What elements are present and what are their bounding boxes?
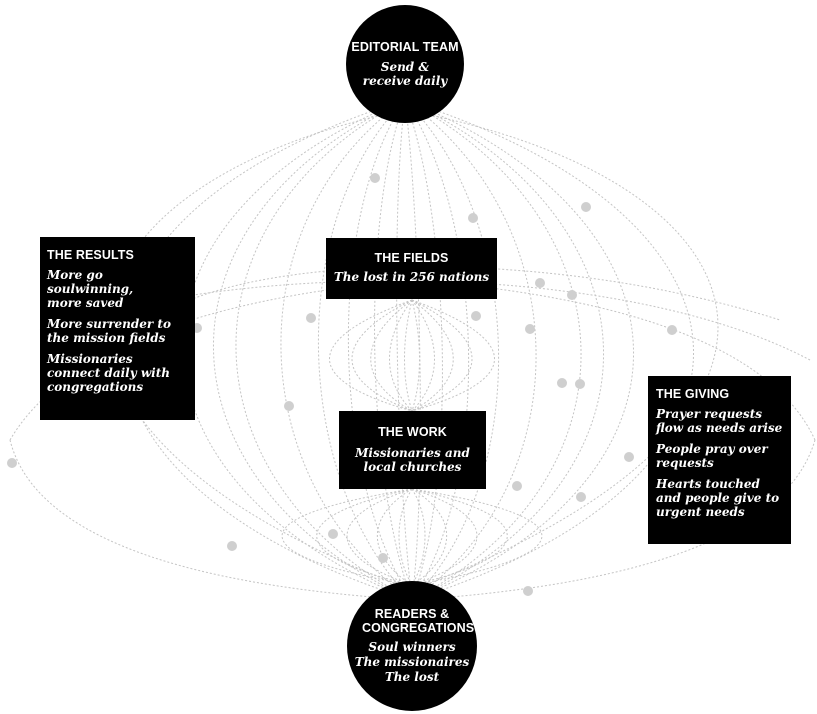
readers-line: The lost: [384, 670, 440, 684]
giving-item: Prayer requests flow as needs arise: [656, 407, 783, 435]
flow-dot: [535, 278, 545, 288]
flow-dot: [581, 202, 591, 212]
results-box: THE RESULTS More go soulwinning, more sa…: [40, 237, 195, 420]
connection-line: [316, 488, 413, 586]
connection-line: [411, 299, 435, 412]
connection-line: [404, 99, 604, 601]
flow-dot: [471, 311, 481, 321]
fields-box: THE FIELDS The lost in 256 nations: [326, 238, 497, 299]
connection-line: [351, 299, 413, 412]
flow-dot: [512, 481, 522, 491]
connection-line: [370, 299, 413, 412]
connection-line: [411, 299, 420, 412]
connection-line: [9, 439, 413, 601]
editorial-team-title: EDITORIAL TEAM: [351, 40, 459, 54]
flow-dot: [328, 529, 338, 539]
connection-line: [376, 488, 413, 586]
connection-line: [347, 99, 413, 601]
flow-dot: [523, 586, 533, 596]
connection-line: [404, 99, 537, 601]
connection-line: [411, 488, 508, 586]
work-title: THE WORK: [378, 425, 447, 439]
connection-line: [411, 488, 448, 586]
connection-line: [404, 99, 443, 601]
connection-line: [213, 99, 413, 601]
readers-congregations-node: READERS & CONGREGATIONS Soul winners The…: [347, 581, 477, 711]
flow-dot: [557, 378, 567, 388]
giving-title: THE GIVING: [656, 387, 730, 401]
connection-line: [411, 488, 426, 586]
flow-dot: [624, 452, 634, 462]
giving-item: People pray over requests: [656, 442, 768, 470]
flow-dot: [525, 324, 535, 334]
results-item: More go soulwinning, more saved: [47, 268, 134, 310]
connection-line: [404, 99, 500, 601]
work-subtitle: Missionaries and local churches: [355, 446, 470, 474]
results-list: More go soulwinning, more saved More sur…: [47, 268, 189, 394]
results-item: More surrender to the mission fields: [47, 317, 171, 345]
connection-line: [404, 299, 413, 412]
connection-line: [411, 299, 473, 412]
connection-line: [396, 99, 413, 601]
flow-dot: [576, 492, 586, 502]
connection-line: [389, 299, 413, 412]
connection-line: [346, 488, 413, 586]
connection-line: [411, 299, 454, 412]
flow-dot: [227, 541, 237, 551]
readers-title: READERS & CONGREGATIONS: [362, 607, 475, 635]
editorial-team-node: EDITORIAL TEAM Send & receive daily: [346, 5, 464, 123]
results-title: THE RESULTS: [47, 248, 134, 262]
work-box: THE WORK Missionaries and local churches: [339, 411, 486, 489]
readers-line: Soul winners: [368, 640, 456, 654]
connection-line: [398, 488, 413, 586]
flow-dot: [667, 325, 677, 335]
results-item: Missionaries connect daily with congrega…: [47, 352, 171, 394]
fields-subtitle: The lost in 256 nations: [333, 270, 490, 284]
connection-line: [404, 99, 582, 601]
flow-dot: [378, 553, 388, 563]
connection-line: [404, 99, 421, 601]
editorial-team-subtitle: Send & receive daily: [362, 60, 448, 88]
connection-line: [411, 439, 816, 601]
connection-line: [317, 99, 413, 601]
connection-line: [374, 99, 413, 601]
connection-line: [280, 99, 413, 601]
giving-item: Hearts touched and people give to urgent…: [656, 477, 780, 519]
connection-line: [411, 299, 495, 412]
fields-title: THE FIELDS: [374, 251, 449, 265]
flow-dot: [370, 173, 380, 183]
flow-dot: [468, 213, 478, 223]
readers-line: The missionaires: [354, 655, 470, 669]
connection-line: [329, 299, 413, 412]
connection-line: [108, 109, 413, 591]
flow-dot: [567, 290, 577, 300]
giving-list: Prayer requests flow as needs arise Peop…: [656, 407, 785, 519]
flow-dot: [284, 401, 294, 411]
flow-dot: [306, 313, 316, 323]
flow-dot: [575, 379, 585, 389]
connection-line: [404, 99, 470, 601]
connection-line: [404, 99, 694, 601]
giving-box: THE GIVING Prayer requests flow as needs…: [648, 376, 791, 544]
flow-dot: [7, 458, 17, 468]
connection-line: [411, 488, 478, 586]
